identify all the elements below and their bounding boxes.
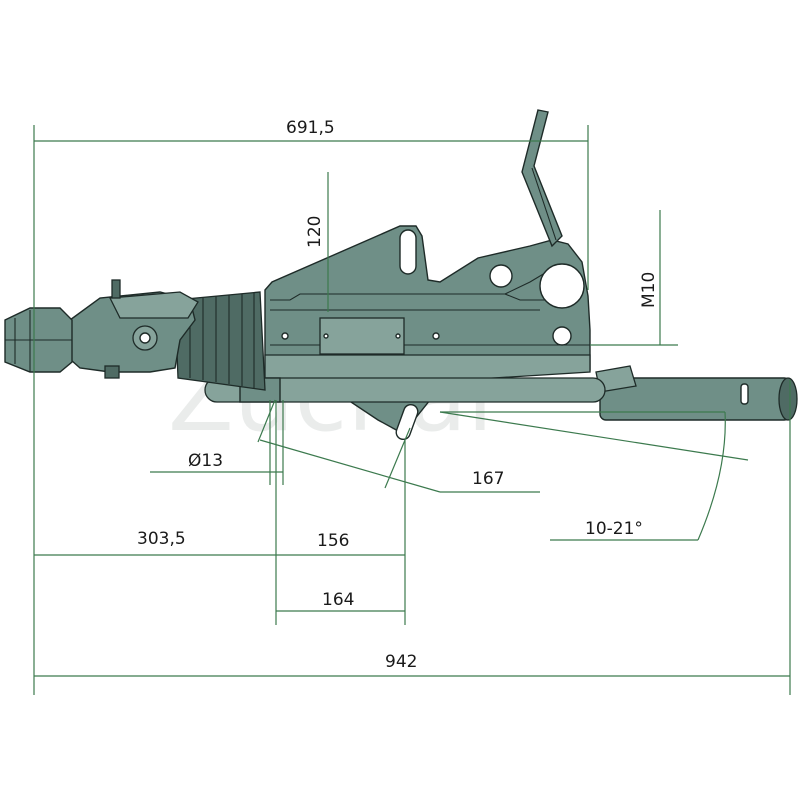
nameplate-rivet-2 — [395, 333, 401, 339]
dim-bolt-diameter: Ø13 — [188, 451, 223, 471]
dim-top-length: 691,5 — [286, 118, 335, 138]
shock-absorber — [204, 377, 606, 403]
coupling-bolt-top — [111, 279, 121, 299]
rivet-right — [432, 332, 440, 340]
drawbar-tube-end — [778, 377, 798, 421]
nameplate-rivet-1 — [323, 333, 329, 339]
coupling-bolt-bottom — [104, 365, 120, 379]
pivot-hole-small — [489, 264, 513, 288]
dim-overall-length: 942 — [385, 652, 417, 672]
dim-bolt-spacing-a: 156 — [317, 531, 349, 551]
dimension-lines — [33, 125, 791, 695]
dim-front-to-bolt: 303,5 — [137, 529, 186, 549]
dim-bolt-spacing-b: 164 — [322, 590, 354, 610]
lower-slot — [395, 403, 419, 441]
housing-inner-line — [270, 293, 545, 301]
pivot-hole-large — [539, 263, 585, 309]
handbrake-lever — [521, 109, 563, 248]
coupling-pivot-center — [139, 332, 151, 344]
dim-angle-range: 10-21° — [585, 519, 643, 539]
coupling-handle — [108, 291, 199, 319]
upper-slot — [399, 229, 417, 275]
rivet-left — [281, 332, 289, 340]
overrun-coupling-drawing — [4, 109, 798, 441]
dim-thread: M10 — [639, 272, 659, 308]
nameplate — [319, 317, 405, 355]
dim-hole-offset: 167 — [472, 469, 504, 489]
lower-hole — [552, 326, 572, 346]
lever-edge — [531, 167, 557, 241]
dim-height-offset: 120 — [305, 216, 325, 248]
drawbar-slot — [740, 383, 749, 405]
